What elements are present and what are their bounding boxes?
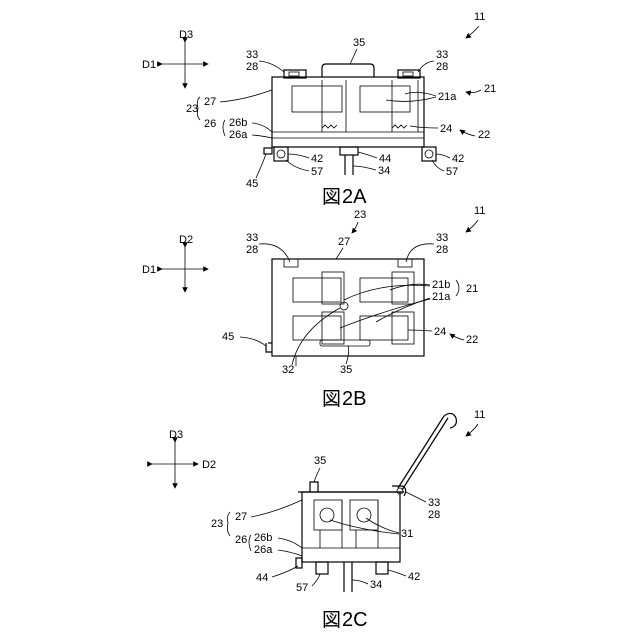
axis-label-horizontal: D1 — [142, 264, 156, 276]
callout-28b-label: 28 — [436, 244, 448, 256]
callout-44-label: 44 — [379, 153, 391, 165]
callout-24-label: 24 — [440, 123, 452, 135]
callout-33a-label: 33 — [246, 49, 258, 61]
device-body-2b — [266, 259, 424, 366]
callout-23-label: 23 — [186, 103, 198, 115]
callout-32-label: 32 — [282, 364, 294, 376]
labels-2a: 33 28 35 33 28 21a 21 23 27 26 26b 26a 2… — [186, 37, 496, 190]
callout-28a-label: 28 — [246, 244, 258, 256]
callout-26a-label: 26a — [229, 129, 248, 141]
ref-11-label: 11 — [474, 409, 485, 421]
ref-11-label: 11 — [474, 11, 485, 23]
figure-caption-2c: 図 2C — [322, 609, 368, 631]
callout-44-label: 44 — [256, 572, 268, 584]
callout-28-label: 28 — [428, 509, 440, 521]
callout-21a-label: 21a — [438, 91, 457, 103]
axis-label-vertical: D3 — [169, 429, 183, 441]
direction-cross-2a: D3 D1 — [142, 29, 208, 88]
callout-31-label: 31 — [401, 528, 413, 540]
callout-27-label: 27 — [338, 236, 350, 248]
figure-caption-2a: 図 2A — [322, 186, 367, 208]
callout-28b-label: 28 — [436, 61, 448, 73]
callout-33-label: 33 — [428, 497, 440, 509]
callout-34-label: 34 — [378, 165, 390, 177]
callout-35-label: 35 — [340, 364, 352, 376]
axis-label-vertical: D3 — [179, 29, 193, 41]
callout-26b-label: 26b — [229, 117, 247, 129]
callout-22-label: 22 — [478, 129, 490, 141]
callout-26b-label: 26b — [254, 532, 272, 544]
callout-33a-label: 33 — [246, 232, 258, 244]
callout-21-label: 21 — [466, 283, 478, 295]
labels-2b: 23 33 28 27 33 28 21b 21 21a 45 24 22 32 — [222, 209, 478, 376]
callout-caption_num-label: 2C — [342, 609, 368, 631]
direction-cross-2b: D2 D1 — [142, 234, 208, 292]
callout-23-label: 23 — [211, 518, 223, 530]
figure-caption-2b: 図 2B — [322, 388, 366, 410]
callout-21-label: 21 — [484, 83, 496, 95]
callout-57b-label: 57 — [446, 166, 458, 178]
callout-42a-label: 42 — [311, 153, 323, 165]
callout-28a-label: 28 — [246, 61, 258, 73]
callout-26-label: 26 — [235, 534, 247, 546]
callout-33b-label: 33 — [436, 232, 448, 244]
callout-27-label: 27 — [204, 96, 216, 108]
callout-57a-label: 57 — [311, 166, 323, 178]
callout-23-label: 23 — [354, 209, 366, 221]
callout-21b-label: 21b — [432, 279, 450, 291]
callout-45-label: 45 — [246, 178, 258, 190]
callout-35-label: 35 — [314, 455, 326, 467]
callout-42b-label: 42 — [452, 153, 464, 165]
callout-34-label: 34 — [370, 579, 382, 591]
axis-label-horizontal: D1 — [142, 59, 156, 71]
callout-26a-label: 26a — [254, 544, 273, 556]
callout-22-label: 22 — [466, 334, 478, 346]
figure-2c: 11 D3 D2 — [152, 409, 485, 631]
callout-caption_num-label: 2B — [342, 388, 366, 410]
callout-35-label: 35 — [353, 37, 365, 49]
figure-2a: 11 D3 D1 — [142, 11, 496, 208]
callout-42-label: 42 — [408, 571, 420, 583]
direction-cross-2c: D3 D2 — [152, 429, 216, 488]
callout-57-label: 57 — [296, 582, 308, 594]
callout-caption_num-label: 2A — [342, 186, 367, 208]
figure-2b: 11 D2 D1 23 — [142, 205, 485, 410]
callout-caption_kanji-label: 図 — [322, 186, 341, 208]
device-body-2a — [264, 64, 436, 175]
callout-27-label: 27 — [235, 511, 247, 523]
callout-45-label: 45 — [222, 331, 234, 343]
axis-label-vertical: D2 — [179, 234, 193, 246]
axis-label-horizontal: D2 — [202, 459, 216, 471]
callout-caption_kanji-label: 図 — [322, 388, 341, 410]
ref-11-arrow — [466, 26, 479, 38]
ref-11-label: 11 — [474, 205, 485, 217]
callout-33b-label: 33 — [436, 49, 448, 61]
callout-24-label: 24 — [434, 326, 446, 338]
callout-caption_kanji-label: 図 — [322, 609, 341, 631]
callout-21a-label: 21a — [432, 291, 451, 303]
callout-26-label: 26 — [204, 118, 216, 130]
